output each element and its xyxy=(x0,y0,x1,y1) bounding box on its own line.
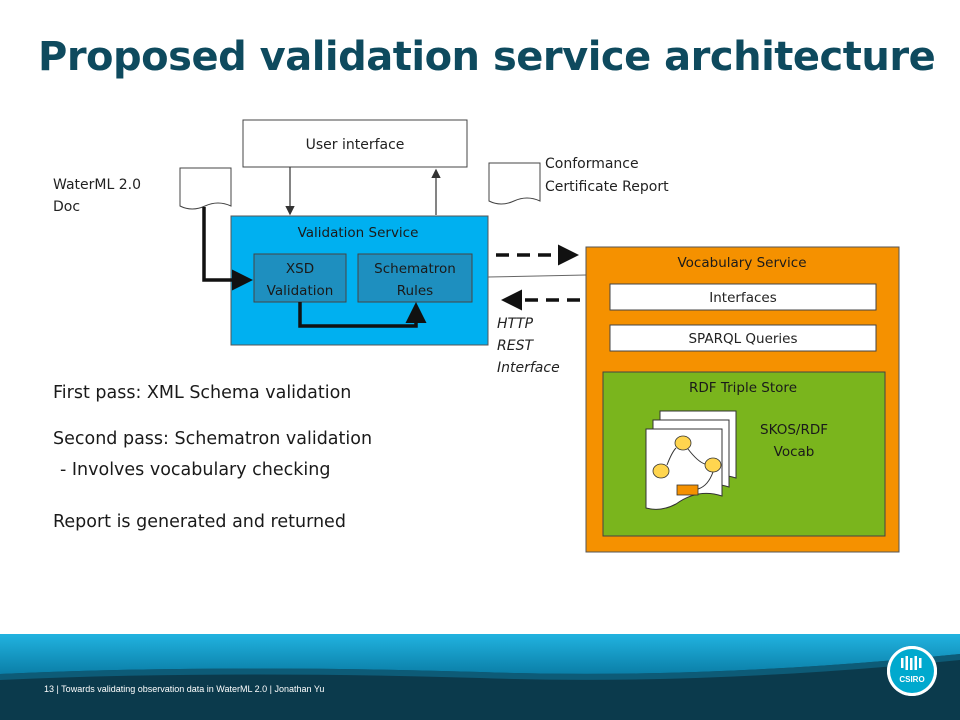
footer-band xyxy=(0,634,960,720)
conformance-label-line1: Conformance xyxy=(545,156,639,172)
schematron-line1: Schematron xyxy=(374,261,456,277)
footer-text: 13 | Towards validating observation data… xyxy=(44,684,325,694)
waterml-label-line2: Doc xyxy=(53,199,81,215)
xsd-line1: XSD xyxy=(286,261,314,277)
interfaces-label: Interfaces xyxy=(709,290,776,306)
http-label: HTTP xyxy=(497,316,534,332)
waterml-doc-icon xyxy=(179,167,232,210)
csiro-logo: CSIRO xyxy=(887,646,937,696)
slide-title: Proposed validation service architecture xyxy=(38,34,936,80)
xsd-line2: Validation xyxy=(267,283,334,299)
conformance-doc-icon xyxy=(488,162,541,205)
sparql-label: SPARQL Queries xyxy=(688,331,797,347)
vocabulary-service-label: Vocabulary Service xyxy=(677,255,806,271)
conformance-label-line2: Certificate Report xyxy=(545,179,669,195)
schematron-line2: Rules xyxy=(397,283,433,299)
rdf-store-box xyxy=(602,371,886,537)
schematron-rules-box xyxy=(357,253,473,303)
doc-to-xsd-arrow xyxy=(202,207,253,291)
xsd-to-schematron-arrow xyxy=(298,302,427,328)
validation-service-label: Validation Service xyxy=(298,225,419,241)
interfaces-box xyxy=(609,283,877,311)
user-interface-label: User interface xyxy=(306,137,405,153)
vocab-documents-icon xyxy=(645,410,737,510)
rest-label: REST xyxy=(497,338,534,354)
rdf-store-label: RDF Triple Store xyxy=(689,380,797,396)
sparql-box xyxy=(609,324,877,352)
svg-text:CSIRO: CSIRO xyxy=(899,675,924,684)
bullet-first-pass: First pass: XML Schema validation xyxy=(53,383,352,403)
bullet-report: Report is generated and returned xyxy=(53,512,346,532)
skos-line2: Vocab xyxy=(774,444,815,460)
user-interface-box xyxy=(242,119,468,168)
xsd-validation-box xyxy=(253,253,347,303)
service-connector-line xyxy=(487,274,587,278)
waterml-label-line1: WaterML 2.0 xyxy=(53,177,141,193)
bullet-second-sub: - Involves vocabulary checking xyxy=(60,460,331,480)
bullet-second-pass: Second pass: Schematron validation xyxy=(53,429,373,449)
interface-label: Interface xyxy=(497,360,560,376)
skos-line1: SKOS/RDF xyxy=(760,422,828,438)
